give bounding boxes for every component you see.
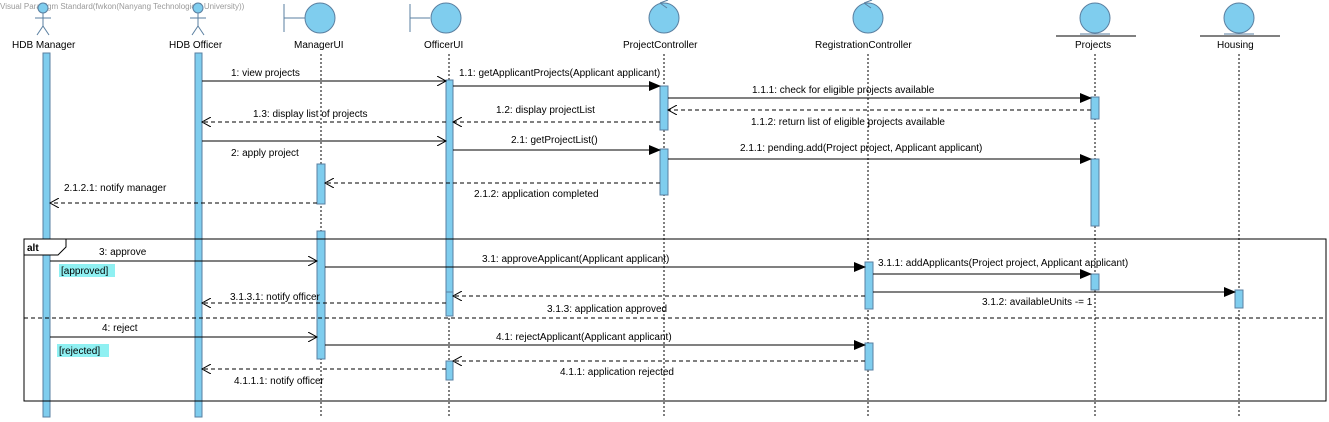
message-label: 1.1.1: check for eligible projects avail… [752,85,935,96]
lifeline-bar-hdb-officer [194,52,203,418]
guard-rejected: [rejected] [59,346,100,357]
entity-icon [1223,2,1255,35]
entity-icon [1079,2,1111,35]
boundary-icon [283,2,336,34]
guard-approved: [approved] [61,266,108,277]
participant-label: HDB Manager [12,40,76,51]
activation-manager-ui-1 [316,163,326,205]
participant-label: Housing [1217,40,1254,51]
guard-highlight [59,264,115,277]
activation-registration-controller-2 [864,342,874,371]
alt-fragment: alt [approved] [rejected] [23,238,1327,402]
actor-icon [190,2,206,36]
activation-projects-2 [1090,158,1100,227]
activation-officer-ui-2 [445,291,454,317]
participant-hdb-officer[interactable]: HDB Officer [169,2,223,51]
activation-projects-1 [1090,96,1100,120]
message-label: 4.1.1.1: notify officer [234,376,325,387]
message-label: 1.1: getApplicantProjects(Applicant appl… [459,68,660,79]
message-label: 1.3: display list of projects [253,109,368,120]
message-label: 3.1: approveApplicant(Applicant applican… [482,254,669,265]
activation-project-controller-2 [659,148,669,196]
participant-label: ProjectController [623,40,698,51]
message-label: 2.1.2.1: notify manager [64,183,167,194]
lifeline-bar-hdb-manager [42,52,51,418]
fragment-operator: alt [27,243,39,254]
message-label: 3: approve [99,247,147,258]
participant-label: RegistrationController [815,40,912,51]
message-label: 4: reject [102,323,138,334]
participant-label: HDB Officer [169,40,223,51]
activation-project-controller-1 [659,85,669,131]
activation-projects-3 [1090,273,1100,291]
message-label: 2.1: getProjectList() [511,135,598,146]
message-label: 3.1.3.1: notify officer [230,292,321,303]
participant-projects[interactable]: Projects [1056,2,1136,51]
message-label: 4.1.1: application rejected [560,367,674,378]
participant-label: ManagerUI [294,40,343,51]
message-label: 2.1.2: application completed [474,189,599,200]
participant-officer-ui[interactable]: OfficerUI [409,2,463,51]
message-label: 1.2: display projectList [496,105,595,116]
guard-highlight [57,344,109,357]
watermark: Visual Paradigm Standard(fwkon(Nanyang T… [0,2,245,11]
activation-officer-ui-1 [445,79,454,317]
message-label: 2.1.1: pending.add(Project project, Appl… [740,143,982,154]
participant-hdb-manager[interactable]: HDB Manager [12,2,76,51]
participant-label: OfficerUI [424,40,463,51]
participant-manager-ui[interactable]: ManagerUI [283,2,343,51]
message-label: 1: view projects [231,68,300,79]
message-label: 3.1.1: addApplicants(Project project, Ap… [878,258,1128,269]
boundary-icon [409,2,462,34]
message-label: 3.1.3: application approved [547,304,667,315]
participant-label: Projects [1075,40,1111,51]
control-icon [852,0,884,34]
actor-icon [35,2,51,36]
participant-project-controller[interactable]: ProjectController [623,0,698,51]
message-label: 3.1.2: availableUnits -= 1 [982,297,1093,308]
activation-manager-ui-2 [316,230,326,360]
message-label: 4.1: rejectApplicant(Applicant applicant… [496,332,672,343]
participant-registration-controller[interactable]: RegistrationController [815,0,912,51]
participant-housing[interactable]: Housing [1200,2,1280,51]
message-label: 2: apply project [231,148,299,159]
activation-officer-ui-3 [445,360,454,381]
message-label: 1.1.2: return list of eligible projects … [751,117,945,128]
activation-registration-controller-1 [864,261,874,310]
activation-housing-1 [1234,289,1244,309]
control-icon [648,0,680,34]
